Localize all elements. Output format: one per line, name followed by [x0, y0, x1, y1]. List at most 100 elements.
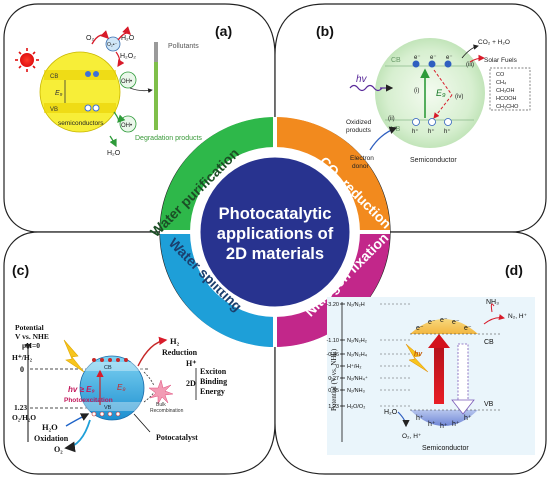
- svg-text:e⁻: e⁻: [464, 325, 472, 332]
- svg-text:h⁺: h⁺: [428, 128, 435, 135]
- c-zero-label: 0: [20, 365, 24, 374]
- d-level-value: -0.36: [326, 352, 339, 358]
- svg-text:e⁻: e⁻: [452, 319, 460, 326]
- svg-text:e⁻: e⁻: [430, 55, 437, 61]
- d-level-label: N₂/N₂H: [347, 302, 365, 308]
- c-potential-line-3: pH=0: [22, 341, 40, 350]
- svg-text:e⁻: e⁻: [416, 325, 424, 332]
- c-h-h2-label: H⁺/H₂: [12, 353, 33, 362]
- semiconductor-sphere: [375, 38, 485, 148]
- svg-text:h⁺: h⁺: [452, 421, 460, 428]
- svg-text:h⁺: h⁺: [428, 421, 436, 428]
- a-cb-label: CB: [50, 74, 58, 80]
- b-step-4: (iv): [455, 94, 463, 100]
- a-o2-radical-label: O₂•⁻: [107, 42, 118, 48]
- c-bulk-line-2: Recombination: [150, 408, 184, 414]
- d-level-value: 1.23: [328, 404, 339, 410]
- ring-quadrant-magenta: [275, 232, 390, 347]
- panel-d-label: (d): [505, 262, 523, 278]
- pollutant-bar: [154, 42, 158, 130]
- a-h2o2-label: H₂O₂: [120, 53, 136, 60]
- b-cb-label: CB: [391, 57, 401, 64]
- d-hv-label: hv: [414, 351, 423, 358]
- b-eg-label: E₉: [436, 88, 446, 98]
- d-level-label: N₂/NH₃: [347, 388, 365, 394]
- c-hplus-label: H⁺: [186, 359, 196, 368]
- d-vb-label: VB: [484, 401, 494, 408]
- a-h2o-bottom-label: H₂O: [107, 150, 121, 157]
- d-level-label: H₂O/O₂: [347, 404, 365, 410]
- b-donor-line-2: donor: [352, 163, 369, 170]
- c-123-label: 1.23: [14, 403, 27, 412]
- photocatalyst-sphere: [79, 355, 145, 421]
- b-fuel-2: CH₄: [496, 80, 507, 86]
- c-o2-label: O₂: [54, 445, 63, 454]
- center-disc: [197, 154, 353, 310]
- a-pollutants-label: Pollutants: [168, 43, 199, 50]
- c-eg-label: E₉: [117, 383, 126, 392]
- d-level-value: -3.20: [326, 302, 339, 308]
- d-level-label: N₂/N₂H₄: [347, 352, 368, 358]
- svg-text:h⁺: h⁺: [412, 128, 419, 135]
- svg-text:e⁻: e⁻: [446, 55, 453, 61]
- d-semiconductor-label: Semiconductor: [422, 445, 469, 452]
- c-reduction-label: Reduction: [162, 348, 198, 357]
- c-hv-label: hv ≥ E₉: [68, 385, 95, 394]
- c-oxidation-label: Oxidation: [34, 434, 69, 443]
- center-title-line-3: 2D materials: [226, 245, 324, 263]
- panel-a-label: (a): [215, 23, 232, 39]
- a-semiconductors-label: semiconductors: [58, 120, 104, 127]
- b-donor-line-1: Electron: [350, 155, 374, 162]
- b-co2-h2o-label: CO₂ + H₂O: [478, 39, 510, 46]
- fuels-box: [489, 67, 531, 111]
- panel-c-label: (c): [12, 262, 29, 278]
- b-fuel-5: CH₃CHO: [496, 104, 519, 110]
- svg-text:h⁺: h⁺: [416, 415, 424, 422]
- lightning-icon: [63, 339, 85, 373]
- c-exciton-line-1: Exciton: [200, 367, 227, 376]
- c-vb-label: VB: [104, 405, 112, 411]
- c-h2-label: H₂: [170, 336, 180, 346]
- b-solar-fuels-label: Solar Fuels: [484, 57, 518, 64]
- svg-text:e⁻: e⁻: [440, 317, 448, 324]
- c-potential-line-1: Potential: [15, 323, 44, 332]
- cb-band: [410, 319, 478, 334]
- a-vb-label: VB: [50, 107, 58, 113]
- a-o2-label: O₂: [86, 35, 94, 42]
- b-oxidized-line-1: Oxidized: [346, 119, 372, 126]
- d-level-value: -1.10: [326, 338, 339, 344]
- panel-b-label: (b): [316, 23, 334, 39]
- c-photocatalyst-label: Potocatalyst: [156, 433, 198, 442]
- b-step-2: (ii): [388, 116, 395, 122]
- b-fuel-3: CH₃OH: [496, 88, 514, 94]
- a-oh-radical-1: OH•: [121, 79, 132, 85]
- a-h2o-top-label: H₂O: [121, 35, 135, 42]
- svg-text:h⁺: h⁺: [440, 423, 448, 430]
- d-level-value: 0: [336, 364, 339, 370]
- recombination-star-icon: [148, 379, 174, 405]
- c-photoexcitation-label: Photoexcitation: [64, 397, 113, 404]
- panel-c: (c) Potential V vs. NHE pH=0 H⁺/H₂ 0 1.2…: [12, 262, 227, 454]
- d-o2h-label: O₂, H⁺: [402, 433, 422, 440]
- c-exciton-line-2: Binding: [200, 377, 227, 386]
- panel-b: (b) CB VB e⁻ e⁻ e⁻ h⁺ h⁺ h⁺ E₉ (i) (iv) …: [316, 23, 531, 170]
- b-semiconductor-label: Semiconductor: [410, 157, 457, 164]
- center-title-line-2: applications of: [217, 225, 334, 243]
- d-level-value: 0.55: [328, 388, 339, 394]
- d-lightning-icon: [405, 343, 429, 373]
- c-cb-label: CB: [104, 365, 112, 371]
- d-level-label: N₂/N₂H₂: [347, 338, 367, 344]
- ring-quadrant-blue: [160, 232, 275, 347]
- d-cb-label: CB: [484, 339, 494, 346]
- svg-text:e⁻: e⁻: [414, 55, 421, 61]
- b-fuel-1: CO: [496, 72, 505, 78]
- c-o2-h2o-label: O₂/H₂O: [12, 413, 36, 422]
- d-level-label: N₂/NH₄⁺: [347, 375, 368, 382]
- d-h2o-label: H₂O: [384, 409, 398, 416]
- d-level-value: 0.27: [328, 376, 339, 382]
- a-eg-label: E₉: [55, 90, 63, 97]
- sun-icon: [15, 48, 39, 72]
- svg-text:e⁻: e⁻: [428, 319, 436, 326]
